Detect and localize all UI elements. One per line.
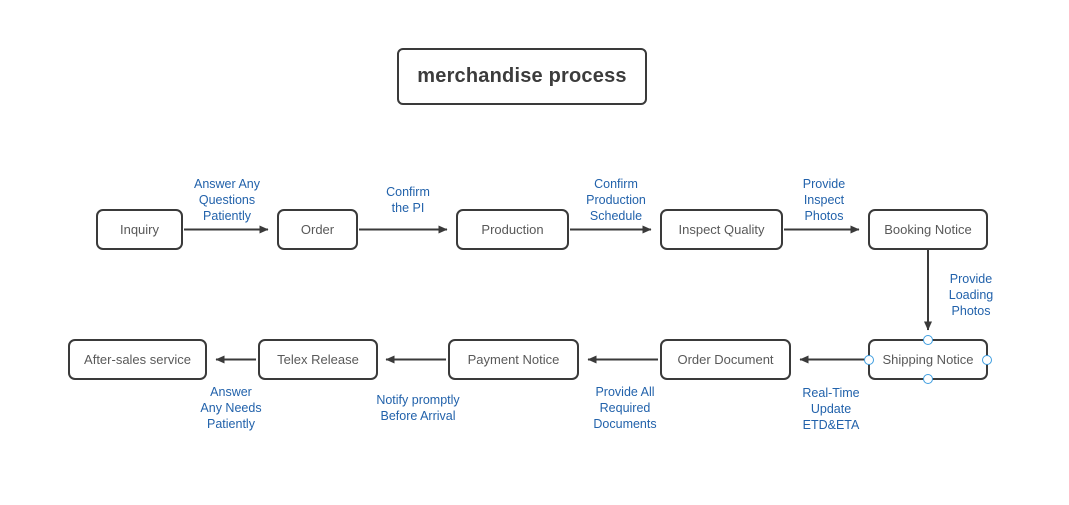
connection-handle-right[interactable] [982, 354, 992, 365]
node-inspect-quality[interactable]: Inspect Quality [660, 209, 783, 250]
node-order-document[interactable]: Order Document [660, 339, 791, 380]
connection-handle-top[interactable] [923, 335, 933, 345]
node-payment-notice[interactable]: Payment Notice [448, 339, 579, 380]
edge-label-answer-questions: Answer Any Questions Patiently [193, 177, 261, 223]
edge-label-required-documents: Provide All Required Documents [593, 385, 657, 431]
connection-handle-left[interactable] [864, 354, 874, 365]
edge-label-etd-eta: Real-Time Update ETD&ETA [802, 386, 860, 432]
node-order[interactable]: Order [277, 209, 358, 250]
edge-label-inspect-photos: Provide Inspect Photos [802, 177, 846, 223]
node-shipping-notice-label: Shipping Notice [882, 352, 974, 367]
node-telex-release[interactable]: Telex Release [258, 339, 378, 380]
node-after-sales-service[interactable]: After-sales service [68, 339, 207, 380]
edge-label-notify-promptly: Notify promptly Before Arrival [376, 393, 460, 423]
node-production[interactable]: Production [456, 209, 569, 250]
node-shipping-notice[interactable]: Shipping Notice [864, 335, 992, 384]
edge-label-confirm-schedule: Confirm Production Schedule [586, 177, 646, 223]
node-inquiry[interactable]: Inquiry [96, 209, 183, 250]
connection-handle-bottom[interactable] [923, 374, 933, 384]
edge-label-loading-photos: Provide Loading Photos [948, 272, 994, 318]
node-booking-notice[interactable]: Booking Notice [868, 209, 988, 250]
edge-label-confirm-pi: Confirm the PI [386, 185, 430, 215]
edge-label-answer-needs: Answer Any Needs Patiently [200, 385, 262, 431]
diagram-title: merchandise process [397, 48, 647, 105]
